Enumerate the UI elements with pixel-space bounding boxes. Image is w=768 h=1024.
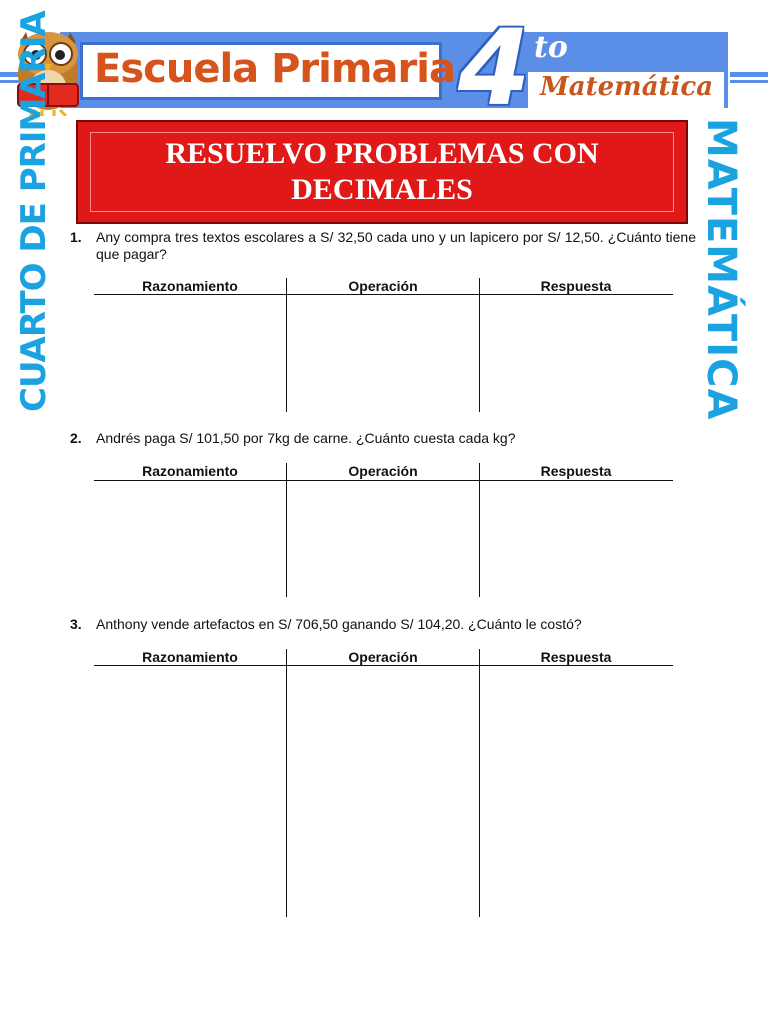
subject-box [528, 72, 724, 108]
title-line-1: RESUELVO PROBLEMAS CON [165, 137, 599, 170]
side-label-grade: CUARTO DE PRIMARIA [14, 11, 54, 412]
table-column-divider [286, 463, 287, 597]
table-header-rule [94, 665, 673, 666]
problem-text: Anthony vende artefactos en S/ 706,50 ga… [96, 616, 582, 632]
header-stripe [730, 72, 768, 77]
header-stripe [730, 80, 768, 83]
title-box [76, 120, 688, 224]
grade-suffix: to [534, 30, 568, 65]
grade-number: 4 [458, 7, 531, 129]
table-header-answer: Respuesta [540, 649, 612, 665]
table-header-operation: Operación [348, 463, 418, 479]
table-header-rule [94, 294, 673, 295]
page-title: RESUELVO PROBLEMAS CON DECIMALES [90, 136, 674, 208]
owl-mascot-icon [17, 32, 79, 116]
table-column-divider [479, 649, 480, 917]
problem-text: Andrés paga S/ 101,50 por 7kg de carne. … [96, 430, 516, 446]
table-header-reasoning: Razonamiento [142, 278, 238, 294]
table-header-answer: Respuesta [540, 278, 612, 294]
subject-label: Matemática [540, 72, 714, 102]
school-name-box [80, 42, 442, 100]
table-column-divider [479, 278, 480, 412]
answer-area[interactable] [287, 294, 288, 295]
table-header-answer: Respuesta [540, 463, 612, 479]
problem-text: Any compra tres textos escolares a S/ 32… [96, 229, 696, 262]
title-line-2: DECIMALES [291, 173, 473, 206]
table-header-operation: Operación [348, 649, 418, 665]
table-header-rule [94, 480, 673, 481]
table-column-divider [479, 463, 480, 597]
title-bevel [90, 132, 674, 212]
table-header-operation: Operación [348, 278, 418, 294]
table-column-divider [286, 278, 287, 412]
table-header-reasoning: Razonamiento [142, 649, 238, 665]
side-label-subject: MATEMÁTICA [698, 118, 744, 421]
school-name: Escuela Primaria [94, 46, 456, 92]
problem-number: 1. [70, 229, 82, 245]
problem-number: 2. [70, 430, 82, 446]
table-header-reasoning: Razonamiento [142, 463, 238, 479]
table-column-divider [286, 649, 287, 917]
problem-number: 3. [70, 616, 82, 632]
